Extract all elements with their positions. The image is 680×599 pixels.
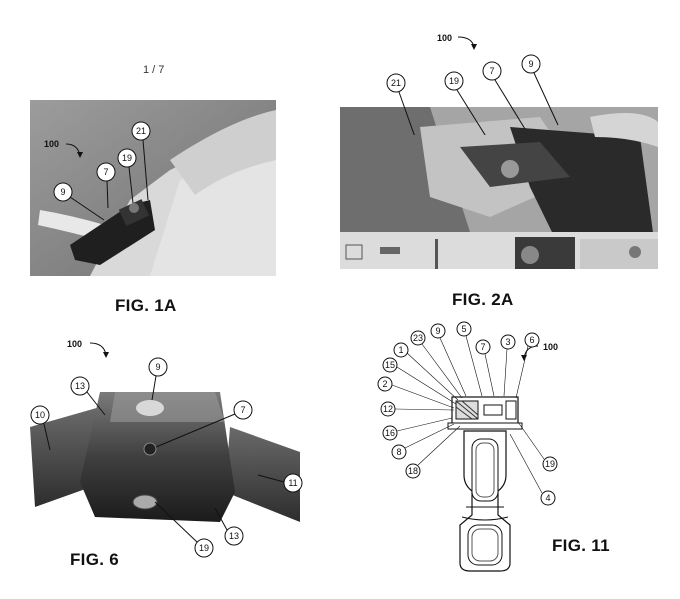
fig11-callout-6: 6 — [515, 332, 540, 399]
fig1a-callouts: 100 9 7 19 21 — [44, 121, 151, 221]
fig1a-caption: FIG. 1A — [115, 296, 177, 315]
svg-text:19: 19 — [449, 76, 459, 86]
fig2a-photo — [340, 107, 658, 269]
fig2a-callout-19: 19 — [444, 71, 486, 135]
fig1a-callout-19: 19 — [117, 148, 137, 204]
fig2a-caption: FIG. 2A — [452, 290, 514, 309]
svg-text:16: 16 — [385, 428, 395, 438]
fig11-callout-23: 23 — [410, 330, 463, 399]
svg-text:11: 11 — [288, 478, 297, 488]
svg-text:2: 2 — [382, 379, 387, 389]
fig11-drawing — [447, 396, 523, 572]
fig6-callout-19: 19 — [154, 501, 214, 558]
fig1a-photo — [30, 100, 276, 276]
fig6-callout-13-bottom: 13 — [214, 507, 244, 546]
svg-text:7: 7 — [240, 405, 245, 415]
svg-text:13: 13 — [229, 531, 239, 541]
svg-text:8: 8 — [396, 447, 401, 457]
fig6-caption: FIG. 6 — [70, 550, 120, 569]
svg-text:21: 21 — [391, 78, 401, 88]
fig1a-callout-21: 21 — [131, 121, 151, 201]
svg-text:6: 6 — [529, 335, 534, 345]
fig6-callout-7: 7 — [155, 400, 253, 448]
fig11-callout-2: 2 — [377, 376, 455, 409]
fig6-photo — [30, 392, 300, 522]
fig11-callout-9: 9 — [430, 323, 467, 397]
fig11-callouts: 100 23 9 5 7 3 6 1 15 — [377, 321, 558, 506]
fig1a-photo-graphic — [30, 100, 276, 276]
svg-text:3: 3 — [505, 337, 510, 347]
fig1a-callout-9: 9 — [53, 182, 105, 221]
svg-text:19: 19 — [122, 153, 132, 163]
fig6-callout-11: 11 — [257, 473, 303, 493]
fig11-callout-19: 19 — [517, 421, 558, 472]
fig1a-callout-7: 7 — [96, 162, 116, 209]
fig11-callout-5: 5 — [456, 321, 483, 397]
fig2a-ref-100: 100 — [437, 33, 452, 43]
svg-text:1: 1 — [398, 345, 403, 355]
svg-text:19: 19 — [545, 459, 555, 469]
fig11-callout-16: 16 — [382, 417, 453, 441]
fig6-callout-9: 9 — [148, 357, 168, 401]
svg-text:4: 4 — [545, 493, 550, 503]
fig11-callout-3: 3 — [500, 334, 516, 397]
fig2a-callouts: 100 21 19 7 9 — [386, 33, 559, 135]
fig6-callout-10: 10 — [30, 405, 51, 451]
fig6-ref-100: 100 — [67, 339, 82, 349]
svg-text:12: 12 — [383, 404, 393, 414]
svg-text:19: 19 — [199, 543, 209, 553]
fig6-callouts: 100 9 13 10 7 11 13 19 — [30, 339, 303, 558]
svg-text:7: 7 — [489, 66, 494, 76]
svg-text:5: 5 — [461, 324, 466, 334]
fig11-caption: FIG. 11 — [552, 536, 610, 555]
svg-text:7: 7 — [480, 342, 485, 352]
fig2a-callout-7: 7 — [482, 61, 526, 130]
fig2a-photo-graphic — [340, 107, 658, 269]
svg-text:10: 10 — [35, 410, 45, 420]
fig11-callout-12: 12 — [380, 401, 455, 417]
svg-text:23: 23 — [413, 333, 423, 343]
fig11-callout-4: 4 — [509, 433, 556, 506]
fig2a-callout-9: 9 — [521, 54, 559, 126]
svg-text:18: 18 — [408, 466, 418, 476]
fig11-callout-15: 15 — [382, 357, 457, 405]
fig11-ref-100: 100 — [543, 342, 558, 352]
sheet-number: 1 / 7 — [143, 64, 165, 76]
fig6-button-9 — [136, 400, 164, 416]
svg-text:9: 9 — [528, 59, 533, 69]
svg-text:15: 15 — [385, 360, 395, 370]
fig11-callout-7: 7 — [475, 339, 495, 397]
fig11-callout-1: 1 — [393, 342, 459, 401]
svg-text:7: 7 — [103, 167, 108, 177]
fig1a-ref-100: 100 — [44, 139, 59, 149]
svg-text:9: 9 — [155, 362, 160, 372]
svg-text:9: 9 — [435, 326, 440, 336]
fig11-callout-8: 8 — [391, 423, 455, 460]
svg-text:9: 9 — [60, 187, 65, 197]
svg-text:13: 13 — [75, 381, 85, 391]
fig6-callout-13-top: 13 — [70, 376, 106, 416]
fig2a-callout-21: 21 — [386, 73, 415, 135]
svg-text:21: 21 — [136, 126, 146, 136]
fig11-callout-18: 18 — [405, 425, 461, 479]
